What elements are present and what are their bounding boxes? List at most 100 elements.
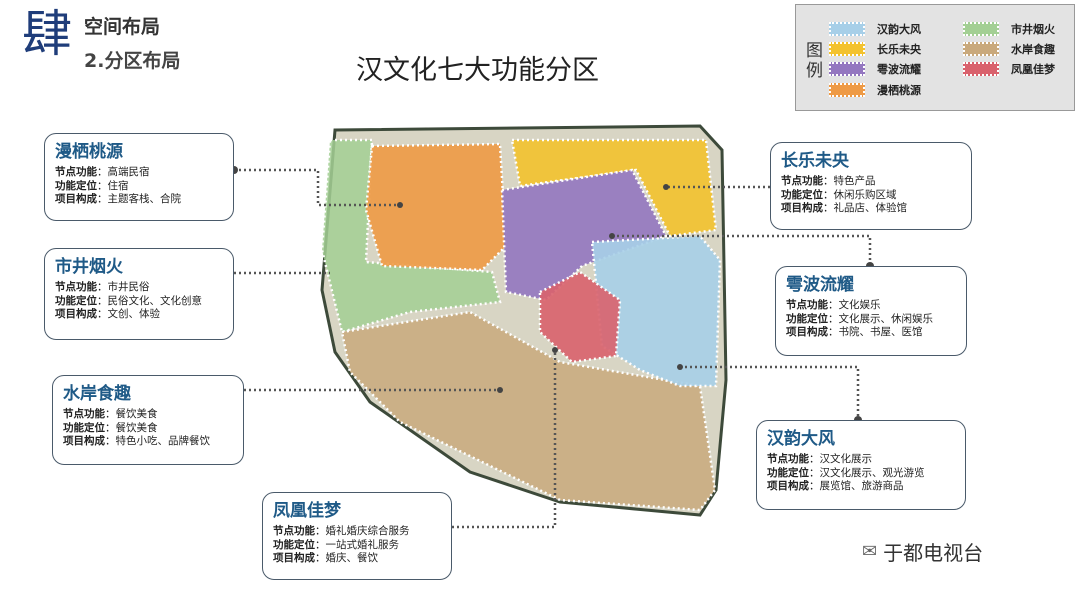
legend-swatch [963,22,999,36]
field-value: 婚礼婚庆综合服务 [325,525,410,537]
colon: ： [315,538,326,551]
field-label: 项目构成 [273,552,315,564]
colon: ： [105,408,116,420]
zone-fenghuang [538,270,622,364]
connector-lines [234,168,872,529]
field-value: 特色产品 [833,175,876,187]
field-label: 节点功能 [55,281,97,293]
zone-card-title: 市井烟火 [55,257,123,277]
field-value: 汉文化展示 [819,453,873,465]
colon: ： [809,480,820,492]
colon: ： [823,202,834,214]
legend-item: 长乐未央 [829,41,921,57]
legend-swatch [829,42,865,56]
field-label: 节点功能 [273,525,315,537]
field-value: 住宿 [107,179,129,192]
zone-card-title: 汉韵大风 [767,429,835,449]
zone-card-row: 功能定位：民俗文化、文化创意 [55,295,223,309]
colon: ： [97,179,108,192]
legend-item: 汉韵大风 [829,21,921,37]
zone-card-title: 水岸食趣 [63,384,131,404]
legend-item-label: 汉韵大风 [877,23,921,36]
field-label: 节点功能 [63,408,105,420]
legend-swatch [829,22,865,36]
field-value: 民俗文化、文化创意 [107,294,203,307]
wechat-icon: ✉ [862,541,878,562]
zone-card-manqi: 漫栖桃源节点功能：高端民宿功能定位：住宿项目构成：主题客栈、合院 [44,133,234,221]
field-label: 项目构成 [63,435,105,447]
zone-changle [510,138,718,238]
legend-item: 漫栖桃源 [829,82,921,98]
zone-card-fenghuang: 凤凰佳梦节点功能：婚礼婚庆综合服务功能定位：一站式婚礼服务项目构成：婚庆、餐饮 [262,492,452,580]
legend-item-label: 长乐未央 [877,43,921,56]
zone-shijing [320,138,502,334]
field-value: 一站式婚礼服务 [325,538,400,551]
section-title: 空间布局 [84,16,161,38]
field-value: 文化展示、休闲娱乐 [838,312,934,325]
field-value: 餐饮美食 [115,408,158,420]
zone-card-row: 项目构成：书院、书屋、医馆 [786,326,956,340]
colon: ： [105,435,116,447]
field-label: 功能定位 [767,466,809,479]
zone-card-row: 项目构成：展览馆、旅游商品 [767,480,955,494]
zone-card-row: 功能定位：文化展示、休闲娱乐 [786,313,956,327]
legend-swatch [829,62,865,76]
zone-card-shijing: 市井烟火节点功能：市井民俗功能定位：民俗文化、文化创意项目构成：文创、体验 [44,248,234,340]
legend-item-label: 漫栖桃源 [877,84,921,97]
watermark-text: 于都电视台 [883,541,984,565]
chapter-character: 肆 [22,5,72,63]
zone-card-row: 项目构成：婚庆、餐饮 [273,552,441,566]
field-value: 文创、体验 [107,308,161,320]
zone-card-row: 功能定位：住宿 [55,180,223,194]
field-value: 汉文化展示、观光游览 [819,466,925,479]
field-value: 婚庆、餐饮 [325,552,379,564]
field-label: 功能定位 [781,188,823,201]
zone-card-row: 功能定位：汉文化展示、观光游览 [767,467,955,481]
colon: ： [828,299,839,311]
zone-card-changle: 长乐未央节点功能：特色产品功能定位：休闲乐购区域项目构成：礼品店、体验馆 [770,142,972,230]
colon: ： [97,281,108,293]
colon: ： [823,175,834,187]
field-label: 功能定位 [786,312,828,325]
zone-card-title: 雩波流耀 [786,275,854,295]
colon: ： [315,525,326,537]
legend-item: 水岸食趣 [963,41,1055,57]
field-value: 文化娱乐 [838,299,881,311]
field-value: 礼品店、体验馆 [833,202,908,214]
legend: 图例 汉韵大风长乐未央雩波流耀漫栖桃源市井烟火水岸食趣凤凰佳梦 [795,4,1075,111]
field-value: 休闲乐购区域 [833,188,897,201]
zone-yubo [500,168,668,302]
zone-card-row: 节点功能：餐饮美食 [63,408,233,422]
zone-card-row: 项目构成：文创、体验 [55,308,223,322]
colon: ： [97,308,108,320]
field-value: 主题客栈、合院 [107,193,182,205]
zone-card-row: 节点功能：婚礼婚庆综合服务 [273,525,441,539]
colon: ： [828,326,839,338]
legend-swatch [963,42,999,56]
zone-card-row: 功能定位：休闲乐购区域 [781,189,961,203]
zone-card-title: 凤凰佳梦 [273,501,341,521]
subsection-title: 2.分区布局 [84,50,181,72]
colon: ： [97,193,108,205]
zone-hanyun [590,234,722,388]
field-label: 项目构成 [786,326,828,338]
field-label: 项目构成 [781,202,823,214]
zone-card-row: 功能定位：一站式婚礼服务 [273,539,441,553]
legend-item: 市井烟火 [963,21,1055,37]
watermark: ✉ 于都电视台 [862,537,983,566]
field-value: 书院、书屋、医馆 [838,326,923,338]
field-value: 市井民俗 [107,281,150,293]
colon: ： [97,166,108,178]
zone-card-row: 节点功能：汉文化展示 [767,453,955,467]
zone-card-row: 项目构成：主题客栈、合院 [55,193,223,207]
legend-swatch [829,83,865,97]
zone-manqi [364,142,508,272]
zone-card-title: 长乐未央 [781,151,849,171]
colon: ： [97,294,108,307]
zone-card-title: 漫栖桃源 [55,142,123,162]
zone-card-row: 节点功能：文化娱乐 [786,299,956,313]
legend-item: 雩波流耀 [829,61,921,77]
legend-item-label: 市井烟火 [1011,23,1055,36]
zone-card-row: 节点功能：特色产品 [781,175,961,189]
